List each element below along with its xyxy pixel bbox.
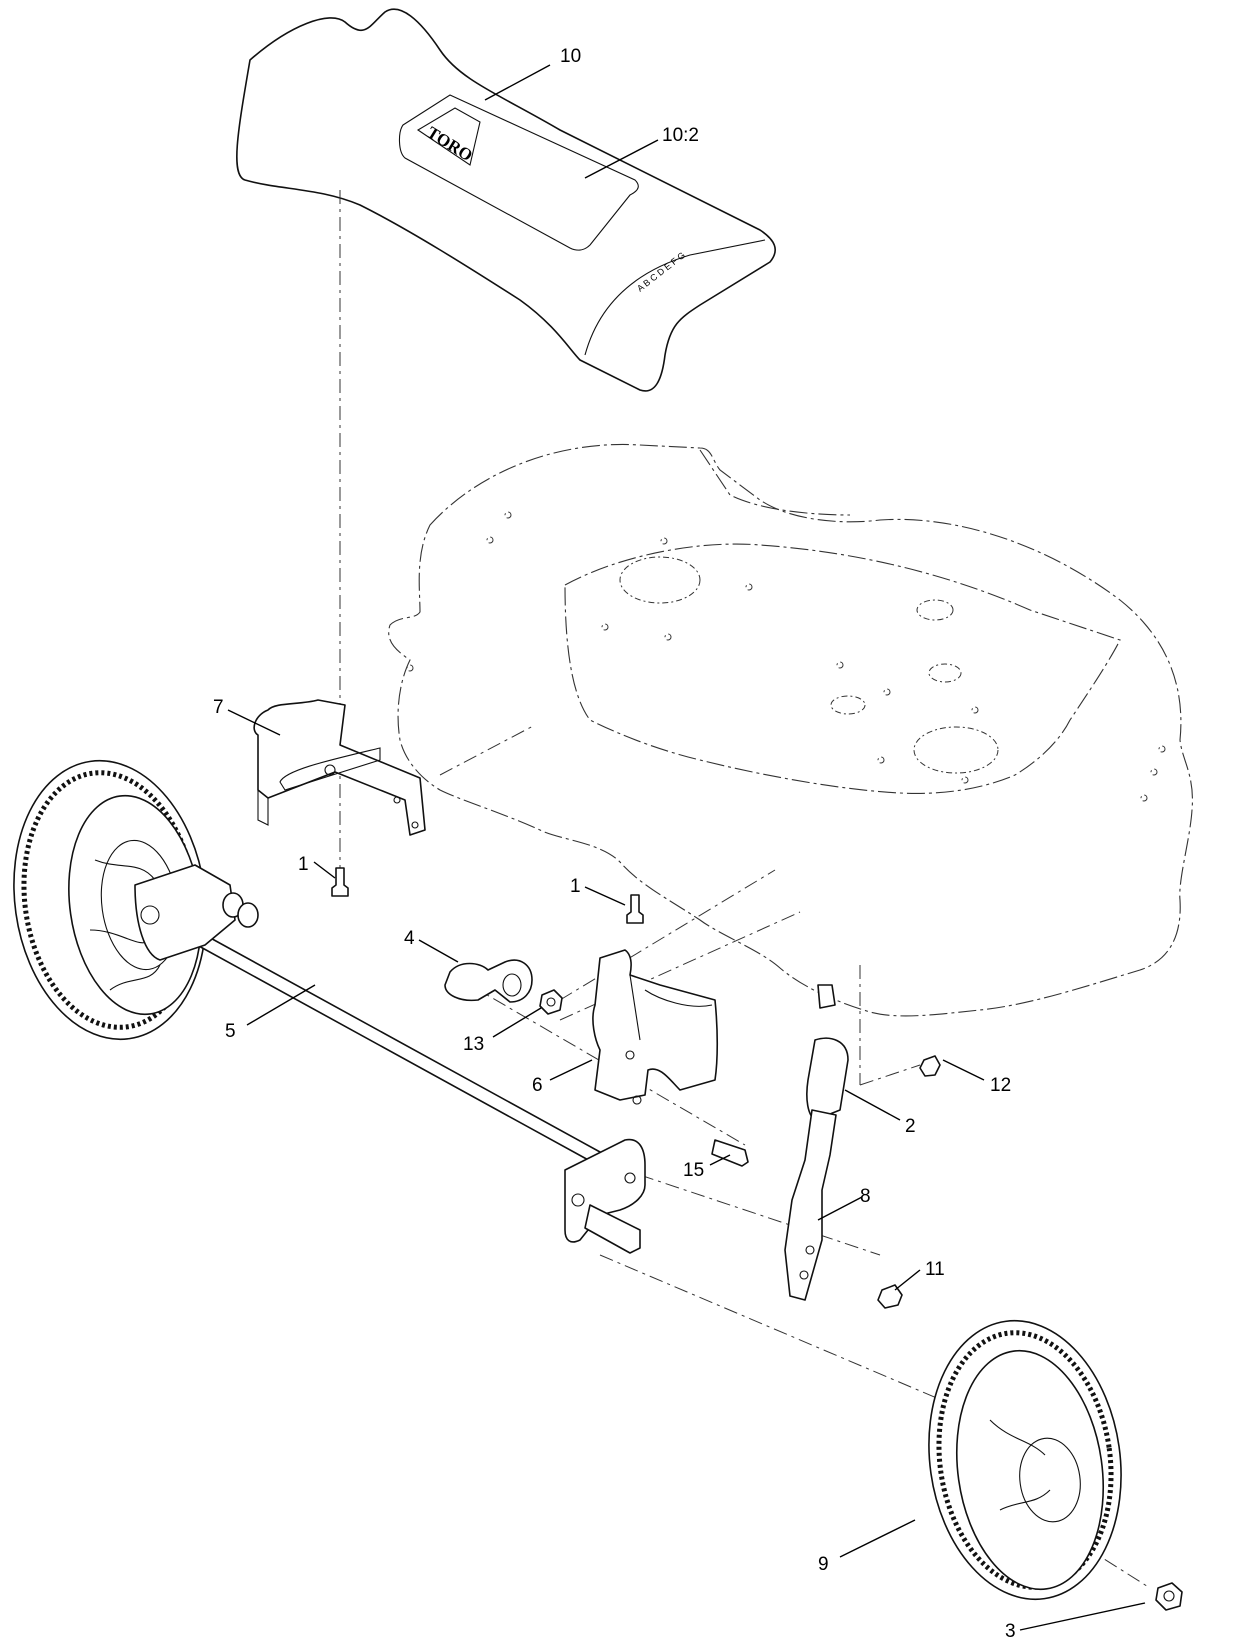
callout-4: 4 [404,928,415,949]
bolt-part-11 [877,1284,903,1309]
height-adjust-cover: TORO A B C D E F G [236,8,776,392]
bolt-part-12 [919,1055,941,1077]
callout-13: 13 [463,1034,484,1055]
left-wheel [13,759,207,1041]
callout-6: 6 [532,1075,543,1096]
lever-part-8 [784,1109,837,1301]
right-wheel-part-9 [928,1319,1122,1601]
callout-3: 3 [1005,1621,1016,1642]
lever-grip-part-2 [806,1037,849,1121]
bolt-part-1b [626,894,644,924]
callout-labels: 10 10:2 7 1 1 4 13 5 6 12 2 15 8 11 9 3 [213,46,1016,1642]
nut-part-13 [539,989,563,1015]
callout-12: 12 [990,1075,1011,1096]
callout-leaders [227,64,1146,1631]
mower-deck-phantom [388,443,1193,1017]
callout-10-2: 10:2 [662,125,699,146]
assembly-lines [339,190,1151,1589]
bolt-deck [817,984,836,1009]
bolt-part-1a [331,867,349,897]
clip-part-4 [444,959,533,1003]
axle-part-5 [134,864,601,1163]
height-plate-part-6 [592,949,719,1105]
axle-end-plate [564,1138,646,1254]
callout-8: 8 [860,1186,871,1207]
callout-7: 7 [213,697,224,718]
callout-10: 10 [560,46,581,67]
callout-11: 11 [925,1259,945,1280]
screw-part-15 [711,1139,749,1167]
callout-5: 5 [225,1021,236,1042]
callout-1b: 1 [570,876,581,897]
nut-part-3 [1155,1582,1183,1611]
callout-2: 2 [905,1116,916,1137]
callout-15: 15 [683,1160,704,1181]
callout-1a: 1 [298,854,309,875]
callout-9: 9 [818,1554,829,1575]
